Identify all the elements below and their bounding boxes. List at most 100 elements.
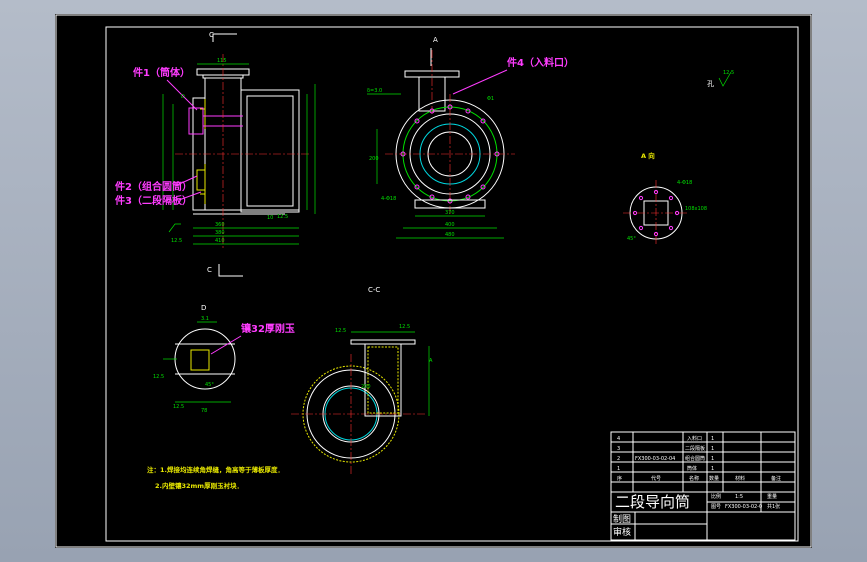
bom-row-3-qty: 1 xyxy=(711,456,714,462)
note-line1: 注：1.焊接均连续角焊缝，角高等于薄板厚度． xyxy=(147,465,284,474)
dim-bottom-410: 410 xyxy=(215,238,225,244)
view-a: A 向 108x108 4-Φ18 45° xyxy=(623,151,707,246)
detail-dim-12-5b: 12.5 xyxy=(173,404,184,410)
bom-row-3-name: 组合圆筒 xyxy=(685,455,705,462)
leader-part3 xyxy=(178,191,202,201)
section-label-c-bottom: C xyxy=(207,266,212,274)
callout-lining: 镶32厚刚玉 xyxy=(241,322,295,335)
callout-part2: 件2（组合圆筒） xyxy=(115,180,192,193)
bom-row-3-no: 2 xyxy=(617,456,620,462)
weight-label: 重量 xyxy=(767,493,777,500)
dim-480: 480 xyxy=(445,232,455,238)
view-a-dim-angle: 45° xyxy=(627,236,636,242)
bom-row-2-name: 二段隔板 xyxy=(685,445,705,452)
leader-lining xyxy=(210,335,242,355)
detail-circle xyxy=(174,328,236,390)
cc-dim-a: A xyxy=(429,358,433,364)
drawing-title: 二段导向筒 xyxy=(615,493,690,511)
callout-part4: 件4（入料口） xyxy=(507,56,574,69)
outer-body xyxy=(240,89,300,213)
dim-400: 400 xyxy=(445,222,455,228)
bom-row-4-name: 筒体 xyxy=(687,465,697,472)
bom-row-1-no: 4 xyxy=(617,436,620,442)
bom-row-4-no: 1 xyxy=(617,466,620,472)
view-a-label: A 向 xyxy=(641,151,655,160)
bom-header-material: 材料 xyxy=(735,475,745,482)
bom-row-1-qty: 1 xyxy=(711,436,714,442)
dim-4holes: 4-Φ18 xyxy=(381,196,396,202)
dim-12-5-left: 12.5 xyxy=(171,238,182,244)
bom-row-2-qty: 1 xyxy=(711,446,714,452)
check-label: 审核 xyxy=(613,526,631,538)
scale-label: 比例 xyxy=(711,493,721,500)
draw-label: 制图 xyxy=(613,513,631,525)
bom-header-qty: 数量 xyxy=(709,475,719,482)
detail-angle: 45° xyxy=(205,382,214,388)
cc-inlet-pipe xyxy=(364,343,402,417)
notes: 注：1.焊接均连续角焊缝，角高等于薄板厚度． 2.内壁镶32mm厚刚玉衬块． xyxy=(147,465,284,490)
outer-frame xyxy=(55,14,812,548)
dim-10: 10 xyxy=(267,215,273,221)
view-a-bolt-holes xyxy=(632,189,680,237)
bom-header-name: 名称 xyxy=(689,475,699,482)
dim-12-5-right: 12.5 xyxy=(277,214,288,220)
view-a-arrow-label: A xyxy=(433,36,438,44)
dim-d-label: D xyxy=(181,94,185,100)
cc-dim-12-5: 12.5 xyxy=(335,328,346,334)
bolt-holes xyxy=(400,104,500,204)
title-block-frame xyxy=(610,431,796,541)
front-view: A 370 400 480 δ=3.0 200 xyxy=(367,36,574,239)
roughness-tick xyxy=(718,71,732,87)
bom-row-4-qty: 1 xyxy=(711,466,714,472)
bom-row-3-code: FX300-03-02-04 xyxy=(635,456,675,462)
roughness-mark: 12.5 孔 xyxy=(707,70,734,88)
sheet-label: 共1张 xyxy=(767,503,780,510)
cad-drawing-canvas: C 115 360 380 410 10 xyxy=(55,14,812,548)
title-block: 4 入料口 1 3 二段隔板 1 2 FX300-03-02-04 组合圆筒 1… xyxy=(610,431,796,541)
view-a-dim-108: 108x108 xyxy=(685,206,707,212)
drawing-sheet: C 115 360 380 410 10 xyxy=(55,14,812,548)
note-line2: 2.内壁镶32mm厚刚玉衬块． xyxy=(155,481,243,490)
detail-d: D 3.1 12.5 45° 78 12.5 镶32厚刚玉 xyxy=(153,304,295,414)
roughness-value: 12.5 xyxy=(723,70,734,76)
cc-dim-12-5-right: 12.5 xyxy=(399,324,410,330)
dim-phi: Φ1 xyxy=(487,96,494,102)
base-plate xyxy=(414,199,486,209)
elevation-view: C 115 360 380 410 10 xyxy=(115,31,316,277)
drawing-no-value: FX300-03-02-0 xyxy=(725,504,762,510)
section-arrow-top xyxy=(212,33,237,42)
section-cc-label: C-C xyxy=(368,286,380,294)
callout-part1: 件1（筒体） xyxy=(133,66,190,79)
bom-grid xyxy=(611,432,795,540)
cc-inlet-flange xyxy=(350,339,416,345)
bom-row-1-name: 入料口 xyxy=(687,435,702,442)
view-a-dim-holes: 4-Φ18 xyxy=(677,180,692,186)
leader-part2 xyxy=(174,175,198,187)
inner-body xyxy=(246,95,294,207)
bom-header-code: 代号 xyxy=(651,475,661,482)
detail-lining-block xyxy=(190,349,210,371)
dim-200: 200 xyxy=(369,156,379,162)
part-highlight xyxy=(188,107,204,135)
dim-bottom-380: 380 xyxy=(215,230,225,236)
inner-frame xyxy=(105,26,799,542)
leader-part4 xyxy=(452,69,508,95)
cc-dim-200: 200 xyxy=(361,384,371,390)
detail-dim-3-1: 3.1 xyxy=(201,316,209,322)
drawing-no-label: 图号 xyxy=(711,504,721,510)
dim-delta30: δ=3.0 xyxy=(367,88,382,94)
section-arrow-bottom xyxy=(218,264,243,277)
dim-bottom-360: 360 xyxy=(215,222,225,228)
bottom-lining xyxy=(196,169,206,191)
cc-inlet-lining xyxy=(367,346,399,414)
detail-dim-12-5: 12.5 xyxy=(153,374,164,380)
roughness-symbol-left xyxy=(168,223,181,233)
detail-d-label: D xyxy=(201,304,206,312)
dim-top: 115 xyxy=(217,58,227,64)
section-label-c-top: C xyxy=(209,31,214,39)
hole-label: 孔 xyxy=(707,80,714,88)
callout-part3: 件3（二段隔板） xyxy=(115,194,192,207)
bom-header-remark: 备注 xyxy=(771,475,781,482)
leader-part1 xyxy=(166,79,198,111)
detail-dim-78: 78 xyxy=(201,408,207,414)
